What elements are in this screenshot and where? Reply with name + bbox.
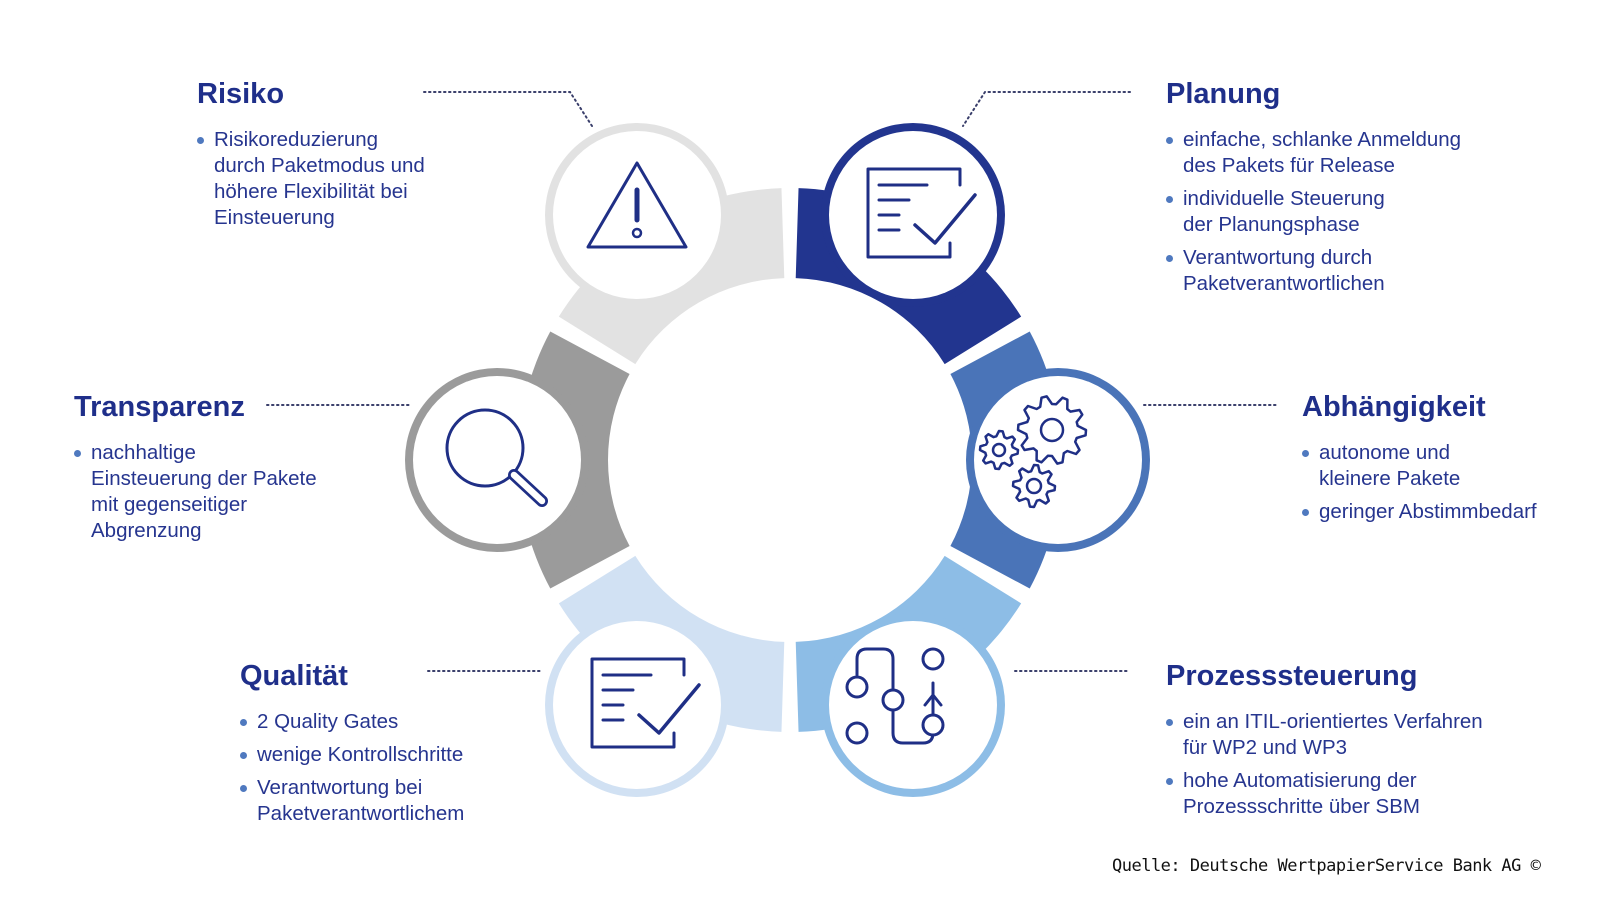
connector-line-1 xyxy=(423,91,593,127)
checklist-icon xyxy=(866,167,977,259)
bullet-item: 2 Quality Gates xyxy=(240,709,464,735)
magnifier-icon xyxy=(445,408,548,507)
bullet-item: geringer Abstimmbedarf xyxy=(1302,499,1537,525)
lens xyxy=(445,408,525,488)
icon-circle-qualität xyxy=(545,613,729,797)
icon-circles xyxy=(405,123,1150,797)
flow-node xyxy=(845,675,869,699)
circle-face xyxy=(829,131,997,299)
qualitaet-block: Qualität 2 Quality Gates wenige Kontrolls… xyxy=(240,662,464,834)
gear-small-left xyxy=(978,429,1020,471)
gear-small-bottom-hub xyxy=(1025,477,1043,495)
icon-circle-abhängigkeit xyxy=(966,368,1150,552)
gear-small-left-hub xyxy=(991,442,1007,458)
icon-circle-planung xyxy=(821,123,1005,307)
gears-icon xyxy=(978,395,1088,509)
flow-node xyxy=(845,721,869,745)
flow-node xyxy=(921,647,945,671)
icon-circle-risiko xyxy=(545,123,729,307)
warning-dot xyxy=(631,227,643,239)
flow-node xyxy=(921,713,945,737)
prozesssteuerung-title: Prozesssteuerung xyxy=(1166,660,1418,692)
connector-line-2 xyxy=(962,91,1131,127)
connector-lines xyxy=(266,91,1278,672)
prozesssteuerung-block: Prozesssteuerung ein an ITIL-orientierte… xyxy=(1166,662,1483,827)
source-note: Quelle: Deutsche WertpapierService Bank … xyxy=(1112,856,1541,876)
icon-circle-prozesssteuerung xyxy=(821,613,1005,797)
process-flow-icon xyxy=(845,647,945,745)
transparenz-title: Transparenz xyxy=(74,391,245,423)
gear-small-bottom xyxy=(1011,463,1057,509)
gear-large-hub xyxy=(1039,417,1065,443)
abhaengigkeit-title: Abhängigkeit xyxy=(1302,391,1486,423)
flow-node xyxy=(881,688,905,712)
circle-face xyxy=(829,621,997,789)
check-mark xyxy=(913,193,977,245)
planung-title: Planung xyxy=(1166,78,1281,110)
circle-face xyxy=(974,376,1142,544)
bullet-item: wenige Kontrollschritte xyxy=(240,742,464,768)
icon-circle-transparenz xyxy=(405,368,589,552)
circle-face xyxy=(413,376,581,544)
qualitaet-title: Qualität xyxy=(240,660,348,692)
check-mark xyxy=(637,683,701,735)
warning-icon xyxy=(586,161,688,249)
gear-large xyxy=(1016,395,1088,465)
risiko-title: Risiko xyxy=(197,78,285,110)
warning-triangle xyxy=(586,161,688,249)
document-outline xyxy=(590,657,686,749)
checklist-icon xyxy=(590,657,701,749)
circle-face xyxy=(553,621,721,789)
handle-inner xyxy=(510,471,546,505)
document-outline xyxy=(866,167,962,259)
